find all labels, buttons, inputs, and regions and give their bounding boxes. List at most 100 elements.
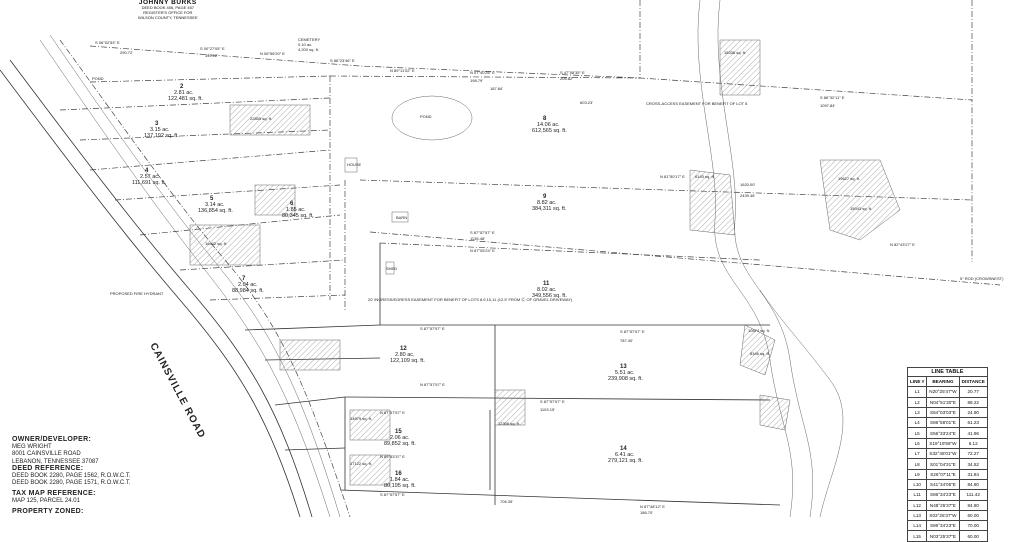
lot-2-sf: 122,481 sq. ft. bbox=[168, 96, 203, 102]
lot-15-sf: 89,852 sq. ft. bbox=[384, 441, 416, 447]
bearing-label: S 87°57'57" E bbox=[420, 326, 445, 331]
line-table-cell: 6.12 bbox=[958, 437, 988, 450]
distance-label: 349.12' bbox=[205, 53, 218, 58]
adjoiner-block: JOHNNY BURKS DEED BOOK 406, PAGE 457 REG… bbox=[138, 0, 198, 20]
line-table-cell: N20°25'47"W bbox=[926, 386, 960, 398]
area-label: 10874 sq. ft. bbox=[748, 328, 770, 333]
line-table-cell: L10 bbox=[906, 478, 928, 491]
adjoiner-name: JOHNNY BURKS bbox=[138, 0, 197, 6]
owner-line: 8001 CAINSVILLE ROAD bbox=[12, 451, 81, 457]
area-label: 8346 sq. ft. bbox=[750, 351, 770, 356]
lot-6-sf: 80,345 sq. ft. bbox=[282, 213, 314, 219]
area-label: 18336 sq. ft. bbox=[724, 50, 746, 55]
distance-label: 2439.46' bbox=[740, 193, 755, 198]
area-label: 19627 sq. ft. bbox=[838, 176, 860, 181]
lot-8-sf: 612,565 sq. ft. bbox=[532, 128, 567, 134]
distance-label: 290.72' bbox=[120, 50, 133, 55]
line-table-cell: L1 bbox=[906, 386, 928, 398]
lot-4-num: 4 bbox=[145, 168, 149, 174]
cemetery-area-sf: 4,200 sq. ft. bbox=[298, 47, 319, 52]
line-table-cell: 34.52 bbox=[958, 458, 988, 470]
lot-labels: 2 2.81 ac. 122,481 sq. ft. 3 3.15 ac. 13… bbox=[132, 84, 643, 489]
line-table-cell: S26°07'11"E bbox=[926, 468, 960, 480]
line-table-header: BEARING bbox=[926, 375, 960, 388]
line-table-cell: S86°58'01"E bbox=[926, 417, 960, 429]
distance-label: 1135.48' bbox=[470, 236, 485, 241]
cross-access-note: CROSS-ACCESS EASEMENT FOR BENEFIT OF LOT… bbox=[646, 101, 748, 106]
line-table-cell: 72.27 bbox=[958, 448, 988, 460]
area-label: 6193 sq. ft. bbox=[695, 174, 715, 179]
lot-16-ac: 1.84 ac. bbox=[390, 477, 410, 483]
lot-9-sf: 384,311 sq. ft. bbox=[532, 206, 567, 212]
bearing-label: S 87°57'57" E bbox=[540, 399, 565, 404]
line-table-cell: 84.80 bbox=[958, 478, 988, 491]
line-table-cell: 31.84 bbox=[958, 468, 988, 480]
line-table-cell: 88.22 bbox=[958, 396, 988, 408]
lot-7-ac: 2.04 ac. bbox=[238, 282, 258, 288]
line-table-cell: 111.42 bbox=[958, 489, 988, 501]
lot-15-ac: 2.06 ac. bbox=[390, 435, 410, 441]
lot-9-num: 9 bbox=[543, 194, 547, 200]
distance-label: 706.35' bbox=[500, 499, 513, 504]
line-table-cell: L11 bbox=[906, 489, 928, 501]
lot-8-ac: 14.06 ac. bbox=[537, 122, 560, 128]
line-table-cell: S56°33'24"E bbox=[926, 427, 960, 439]
zoned-heading: PROPERTY ZONED: bbox=[12, 508, 84, 515]
lot-15-num: 15 bbox=[395, 429, 402, 435]
line-table-cell: 61.23 bbox=[958, 417, 988, 429]
bearing-label: N 89°11'02" E bbox=[390, 68, 415, 73]
bearing-label: N 82°43'27" E bbox=[890, 242, 915, 247]
bearing-label: N 87°57'57" E bbox=[380, 410, 405, 415]
line-table-cell: 20.77 bbox=[958, 386, 988, 398]
distance-label: 205.82' bbox=[560, 76, 573, 81]
bearing-label: N 87°48'12" E bbox=[640, 504, 665, 509]
line-table-cell: 84.80 bbox=[958, 499, 988, 511]
ingress-note: 20' INGRESS/EGRESS EASEMENT FOR BENEFIT … bbox=[368, 296, 573, 302]
bearing-label: S 47°08'35" E bbox=[560, 70, 585, 75]
house-label: HOUSE bbox=[347, 162, 362, 167]
area-label: 12306 sq. ft. bbox=[498, 421, 520, 426]
bearing-label: N 07°40'26" E bbox=[470, 70, 495, 75]
deed-heading: DEED REFERENCE: bbox=[12, 465, 84, 472]
distance-label: 198.79' bbox=[470, 78, 483, 83]
shed-label: SHED bbox=[386, 266, 397, 271]
lot-14-ac: 6.41 ac. bbox=[615, 452, 635, 458]
proposed-hydrant-label: PROPOSED FIRE HYDRANT bbox=[110, 291, 164, 296]
barn-label: BARN bbox=[396, 215, 407, 220]
bearing-label: N 81°50'17" E bbox=[660, 174, 685, 179]
creek bbox=[697, 0, 844, 517]
lot-3-ac: 3.15 ac. bbox=[150, 127, 170, 133]
bearing-label: S 87°57'57" E bbox=[470, 230, 495, 235]
line-table-cell: S01°04'31"E bbox=[926, 458, 960, 470]
bearing-label: S 86°23'46" E bbox=[330, 58, 355, 63]
zoned-block: PROPERTY ZONED: bbox=[12, 508, 84, 516]
bearing-label: S 00°27'05" E bbox=[200, 46, 225, 51]
cemetery-area-ac: 0.10 ac. bbox=[298, 42, 312, 47]
distance-label: 1103.15' bbox=[540, 407, 555, 412]
area-label: 22855 sq. ft. bbox=[250, 116, 272, 121]
lot-12-sf: 122,109 sq. ft. bbox=[390, 358, 425, 364]
pond-label: POND bbox=[420, 114, 432, 119]
cemetery-label: CEMETERY bbox=[298, 37, 320, 42]
line-table-header: DISTANCE bbox=[958, 375, 988, 388]
adjoiner-ref-3: WILSON COUNTY, TENNESSEE bbox=[138, 15, 198, 20]
barn-footprint bbox=[391, 211, 409, 223]
owner-line: LEBANON, TENNESSEE 37087 bbox=[12, 458, 99, 465]
lot-6-ac: 1.85 ac. bbox=[286, 207, 306, 213]
line-table-cell: S86°34'23"E bbox=[926, 520, 960, 532]
lot-16-num: 16 bbox=[395, 471, 402, 477]
line-table-cell: N48°25'37"E bbox=[926, 499, 960, 511]
shed-footprint bbox=[385, 261, 395, 275]
bearing-label: N 06°56'20" E bbox=[260, 51, 285, 56]
